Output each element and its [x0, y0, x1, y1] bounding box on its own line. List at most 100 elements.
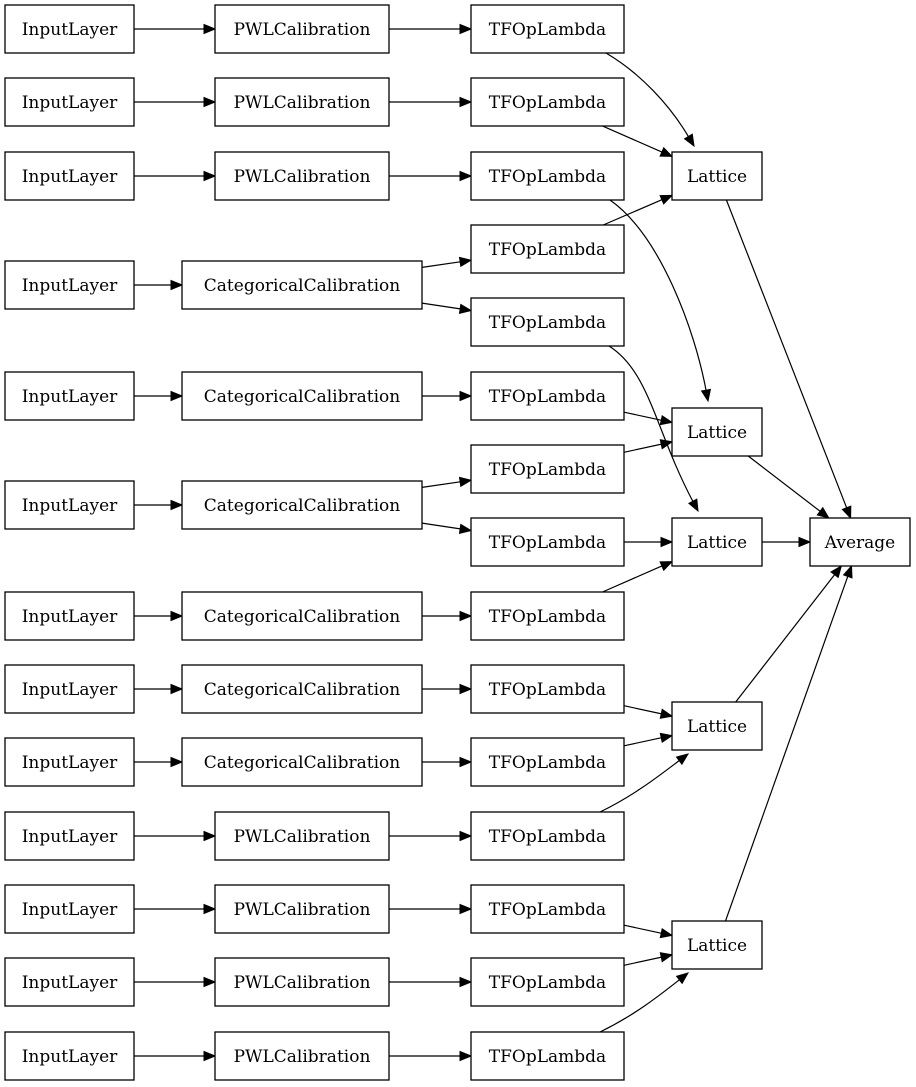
node-tfop-6a: TFOpLambda [470, 444, 625, 494]
node-box [214, 4, 390, 54]
edge-input-12-to-calib-12 [134, 976, 217, 988]
arrowhead [841, 505, 852, 520]
edges-layer [134, 23, 853, 1062]
edge-line [599, 978, 681, 1033]
node-box [181, 591, 423, 641]
node-box [4, 77, 135, 127]
node-label: TFOpLambda [489, 240, 606, 260]
arrowhead [203, 830, 217, 842]
node-box [214, 811, 390, 861]
edge-calib-7-to-tfop-7 [422, 610, 473, 622]
node-tfop-4a: TFOpLambda [470, 224, 625, 274]
arrowhead [459, 170, 473, 182]
node-label: Lattice [687, 717, 747, 737]
node-box [470, 151, 625, 201]
edge-input-5-to-calib-5 [134, 390, 184, 402]
node-label: InputLayer [22, 276, 118, 296]
edge-calib-2-to-tfop-2 [389, 96, 473, 108]
edge-calib-12-to-tfop-12 [389, 976, 473, 988]
edge-calib-5-to-tfop-5 [422, 390, 473, 402]
node-calib-8: CategoricalCalibration [181, 664, 423, 714]
node-box [214, 957, 390, 1007]
arrowhead [170, 610, 184, 622]
arrowhead [203, 170, 217, 182]
node-label: Lattice [687, 167, 747, 187]
edge-tfop-1-to-lattice-1 [605, 52, 695, 148]
node-box [4, 811, 135, 861]
arrowhead [659, 194, 674, 205]
edge-line [605, 52, 690, 138]
node-label: CategoricalCalibration [204, 680, 400, 700]
node-label: InputLayer [22, 753, 118, 773]
edge-tfop-10-to-lattice-4 [599, 753, 690, 813]
node-label: CategoricalCalibration [204, 753, 400, 773]
node-box [470, 517, 625, 567]
edge-lattice-1-to-average [725, 199, 852, 520]
arrowhead [203, 976, 217, 988]
node-label: InputLayer [22, 93, 118, 113]
node-tfop-5: TFOpLambda [470, 371, 625, 421]
node-tfop-9: TFOpLambda [470, 737, 625, 787]
node-box [4, 737, 135, 787]
node-label: TFOpLambda [489, 167, 606, 187]
node-calib-5: CategoricalCalibration [181, 371, 423, 421]
edge-lattice-4-to-average [735, 564, 843, 703]
node-label: PWLCalibration [234, 167, 371, 187]
arrowhead [170, 756, 184, 768]
arrowhead [459, 830, 473, 842]
node-box [4, 884, 135, 934]
node-input-9: InputLayer [4, 737, 135, 787]
arrowhead [675, 753, 690, 766]
arrowhead [170, 390, 184, 402]
edge-tfop-6a-to-lattice-2 [623, 439, 674, 453]
arrowhead [203, 96, 217, 108]
edge-line [735, 573, 836, 703]
node-box [4, 151, 135, 201]
arrowhead [458, 523, 473, 534]
edge-input-7-to-calib-7 [134, 610, 184, 622]
node-calib-9: CategoricalCalibration [181, 737, 423, 787]
edge-calib-11-to-tfop-11 [389, 903, 473, 915]
node-box [181, 664, 423, 714]
node-box [214, 1031, 390, 1081]
node-label: InputLayer [22, 973, 118, 993]
node-box [470, 591, 625, 641]
edge-line [623, 737, 663, 747]
edge-line [623, 705, 663, 715]
edge-line [421, 261, 462, 268]
node-input-13: InputLayer [4, 1031, 135, 1081]
node-label: PWLCalibration [234, 1047, 371, 1067]
edge-line [747, 455, 822, 513]
arrowhead [459, 756, 473, 768]
node-box [181, 260, 423, 310]
arrowhead [659, 561, 674, 572]
arrowhead [659, 927, 674, 939]
node-lattice-5: Lattice [671, 920, 763, 970]
node-box [214, 77, 390, 127]
edge-calib-9-to-tfop-9 [422, 756, 473, 768]
node-label: InputLayer [22, 496, 118, 516]
node-input-6: InputLayer [4, 480, 135, 530]
edge-line [623, 411, 663, 421]
node-calib-6: CategoricalCalibration [181, 480, 423, 530]
edge-calib-4-to-tfop-4a [421, 256, 473, 268]
node-box [470, 884, 625, 934]
node-label: InputLayer [22, 900, 118, 920]
node-box [4, 4, 135, 54]
arrowhead [170, 279, 184, 291]
node-label: TFOpLambda [489, 387, 606, 407]
arrowhead [700, 388, 712, 403]
edge-line [623, 956, 663, 966]
node-box [671, 920, 763, 970]
node-label: TFOpLambda [489, 607, 606, 627]
edge-calib-10-to-tfop-10 [389, 830, 473, 842]
node-input-4: InputLayer [4, 260, 135, 310]
edge-input-11-to-calib-11 [134, 903, 217, 915]
node-box [4, 371, 135, 421]
node-box [214, 151, 390, 201]
node-box [4, 957, 135, 1007]
arrowhead [170, 683, 184, 695]
arrowhead [459, 903, 473, 915]
arrowhead [203, 903, 217, 915]
edge-tfop-12-to-lattice-5 [623, 952, 674, 966]
